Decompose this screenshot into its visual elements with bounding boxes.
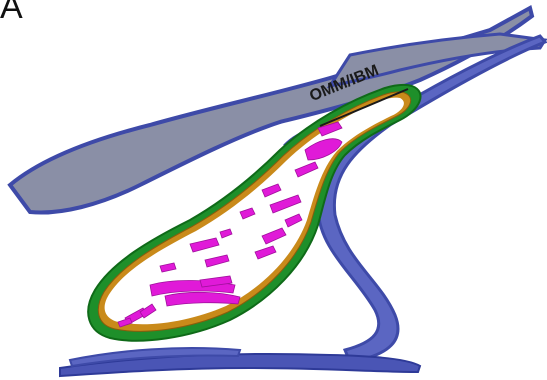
panel-letter: A bbox=[0, 0, 23, 27]
